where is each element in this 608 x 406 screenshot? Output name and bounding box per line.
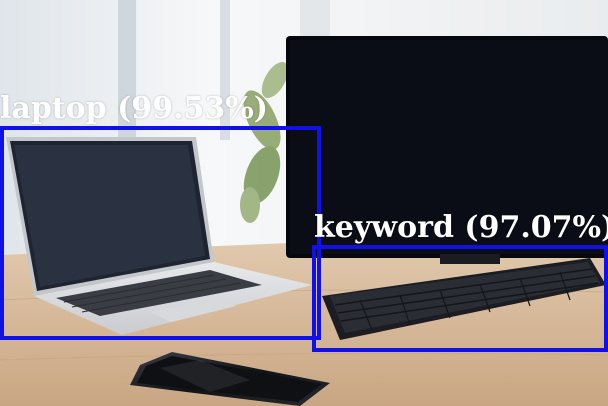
keyboard-detection-label: keyword (97.07%) <box>314 213 608 243</box>
detection-confidence: (97.07%) <box>464 210 608 245</box>
detection-class-name: keyword <box>314 210 454 245</box>
plant <box>240 61 289 223</box>
detection-confidence: (99.53%) <box>117 91 268 126</box>
keyboard <box>322 258 606 340</box>
window-frame <box>118 0 136 150</box>
detection-class-name: laptop <box>0 91 107 126</box>
laptop <box>6 137 312 335</box>
laptop-detection-box[interactable] <box>0 126 321 340</box>
laptop-detection-label: laptop (99.53%) <box>0 94 268 124</box>
smartphone <box>130 352 330 406</box>
monitor <box>286 36 608 264</box>
keyboard-detection-box[interactable] <box>312 245 608 352</box>
